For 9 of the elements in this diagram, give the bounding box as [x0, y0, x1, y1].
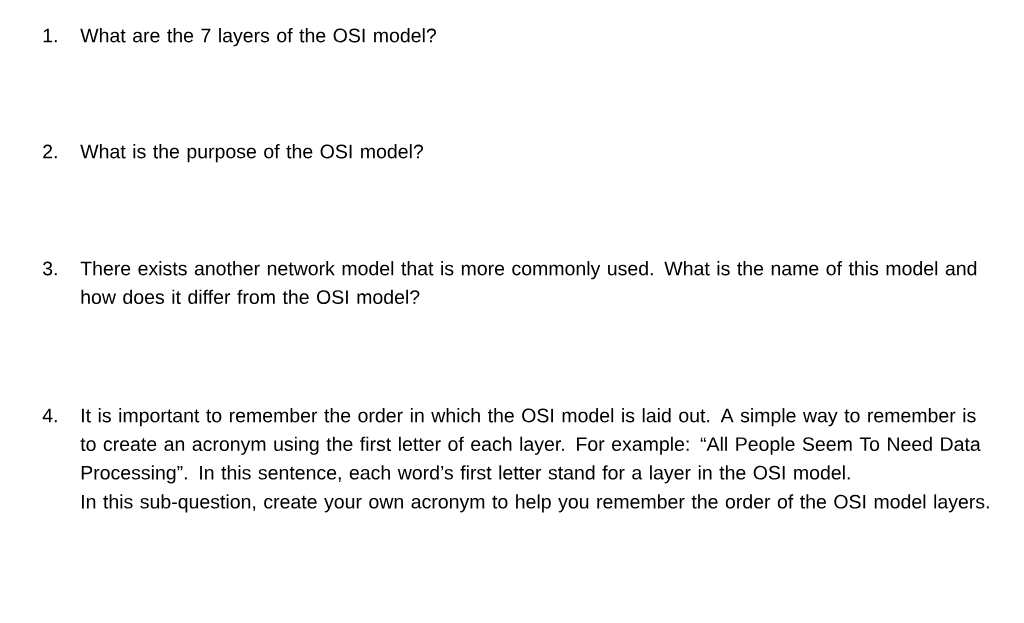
- question-number: 4.: [42, 408, 57, 423]
- question-text: It is important to remember the order in which the OSI model is laid out. A simple way to remember is to create an acronym using the first letter of each layer. For example: “All People Seem To Need Data Processing”. In this sentence, each word’s first letter stand for a layer in the OSI model.: [80, 408, 981, 484]
- question-number: 2.: [43, 144, 57, 159]
- question-text: What are the 7 layers of the OSI model?: [80, 28, 436, 47]
- question-number: 1.: [43, 28, 57, 43]
- question-number: 3.: [42, 261, 57, 276]
- question-text: In this sub-question, create your own acronym to help you remember the order of the OSI model layers.: [82, 494, 989, 513]
- question-text: What is the purpose of the OSI model?: [80, 144, 424, 163]
- question-text: There exists another network model that is more commonly used. What is the name of this model and how does it differ from the OSI model?: [80, 261, 977, 304]
